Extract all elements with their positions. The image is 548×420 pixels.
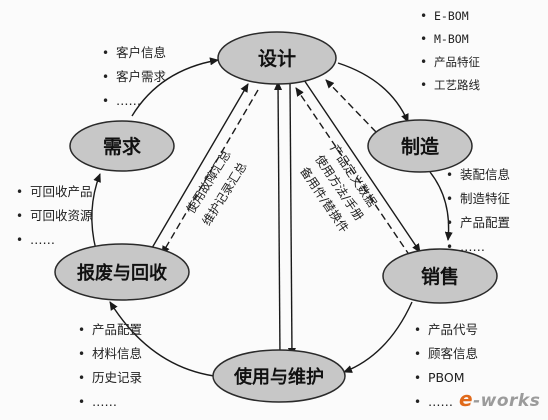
node-scrap-label: 报废与回收: [77, 262, 167, 284]
logo-suffix: -works: [473, 391, 541, 411]
node-requirement-label: 需求: [103, 135, 142, 158]
node-sales: 销售: [382, 248, 498, 304]
eworks-logo: e-works: [459, 387, 540, 411]
list-item: 产品配置: [78, 318, 142, 342]
arrow-design-to-sales-solid: [303, 79, 421, 253]
list-item: ……: [414, 390, 478, 414]
list-item: 制造特征: [446, 187, 510, 211]
arc-design-to-manufacturing: [337, 62, 409, 123]
arrow-design-use-up: [274, 81, 283, 359]
list-item: ……: [102, 89, 166, 113]
node-requirement: 需求: [69, 120, 175, 172]
list-item: 产品代号: [414, 318, 478, 342]
list-item: 历史记录: [78, 366, 142, 390]
node-use-label: 使用与维护: [233, 366, 324, 388]
sales-info-list: 装配信息 制造特征 产品配置 ……: [446, 163, 510, 259]
arc-sales-to-use: [343, 301, 413, 373]
arrow-scrap-to-design-solid: [151, 83, 249, 249]
node-scrap: 报废与回收: [54, 243, 190, 301]
list-item: 客户需求: [102, 65, 166, 89]
list-item: 客户信息: [102, 41, 166, 65]
arrow-manufacturing-to-design-dashed: [325, 79, 377, 133]
node-design-label: 设计: [258, 48, 296, 70]
list-item: 材料信息: [78, 342, 142, 366]
list-item: ……: [446, 235, 510, 259]
node-use: 使用与维护: [212, 349, 346, 403]
node-sales-label: 销售: [421, 265, 459, 288]
list-item: M-BOM: [420, 28, 480, 51]
arrow-sales-to-design-dashed: [295, 87, 411, 257]
logo-prefix: e: [459, 387, 474, 411]
list-item: 工艺路线: [420, 74, 480, 97]
list-item: ……: [78, 390, 142, 414]
requirement-info-list: 客户信息 客户需求 ……: [102, 41, 166, 113]
node-manufacturing: 制造: [367, 119, 473, 173]
list-item: 可回收资源: [16, 204, 93, 228]
list-item: ……: [16, 228, 93, 252]
list-item: 产品配置: [446, 211, 510, 235]
arc-scrap-to-demand: [91, 173, 101, 251]
arrow-design-to-scrap-dashed: [161, 89, 259, 255]
scrap-info-list: 可回收产品 可回收资源 ……: [16, 180, 93, 252]
arc-use-to-scrap: [109, 301, 215, 377]
list-item: 顾客信息: [414, 342, 478, 366]
manufacturing-info-list: E-BOM M-BOM 产品特征 工艺路线: [420, 5, 480, 97]
list-item: PBOM: [414, 366, 478, 390]
customer-info-list: 产品代号 顾客信息 PBOM ……: [414, 318, 478, 414]
list-item: 产品特征: [420, 51, 480, 74]
use-info-list: 产品配置 材料信息 历史记录 ……: [78, 318, 142, 414]
node-design: 设计: [217, 31, 337, 85]
arrow-design-use-down: [287, 81, 296, 357]
list-item: 可回收产品: [16, 180, 93, 204]
list-item: 装配信息: [446, 163, 510, 187]
list-item: E-BOM: [420, 5, 480, 28]
node-manufacturing-label: 制造: [401, 135, 440, 158]
